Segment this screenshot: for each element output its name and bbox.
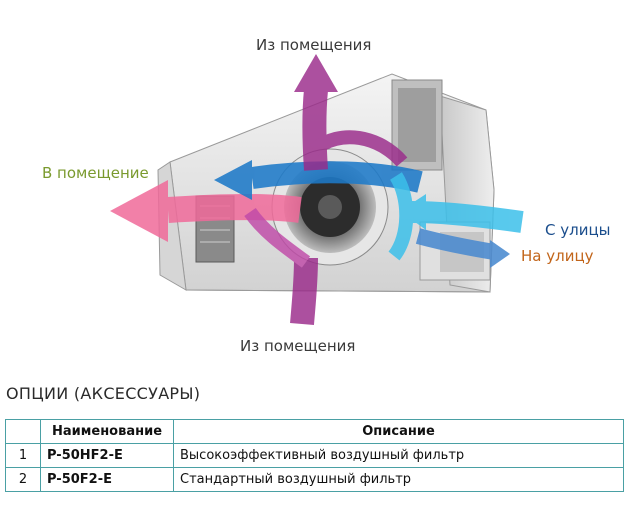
header-number — [5, 419, 41, 444]
top-return-flow-arrow — [294, 54, 408, 171]
label-from-room-bottom: Из помещения — [240, 337, 356, 355]
header-description: Описание — [173, 419, 624, 444]
row-description: Высокоэффективный воздушный фильтр — [173, 443, 624, 468]
label-from-outside: С улицы — [545, 221, 611, 239]
outdoor-intake-arrow — [388, 172, 524, 261]
table-header-row: Наименование Описание — [5, 419, 624, 444]
label-to-outside: На улицу — [521, 247, 594, 265]
label-to-room: В помещение — [42, 164, 149, 182]
unit-illustration — [110, 54, 524, 325]
row-number: 1 — [5, 443, 41, 468]
supply-flow-arrow — [110, 180, 302, 242]
table-row: 2 P-50F2-E Стандартный воздушный фильтр — [5, 467, 624, 492]
options-section-title: ОПЦИИ (АКСЕССУАРЫ) — [6, 384, 201, 403]
bottom-return-flow-arrow — [244, 207, 318, 325]
ventilation-unit-diagram: Из помещения В помещение С улицы На улиц… — [42, 36, 611, 355]
table-row: 1 P-50HF2-E Высокоэффективный воздушный … — [5, 443, 624, 468]
options-table: Наименование Описание 1 P-50HF2-E Высоко… — [5, 419, 624, 492]
row-description: Стандартный воздушный фильтр — [173, 467, 624, 492]
row-number: 2 — [5, 467, 41, 492]
row-model: P-50HF2-E — [40, 443, 174, 468]
label-from-room-top: Из помещения — [256, 36, 372, 54]
header-name: Наименование — [40, 419, 174, 444]
row-model: P-50F2-E — [40, 467, 174, 492]
